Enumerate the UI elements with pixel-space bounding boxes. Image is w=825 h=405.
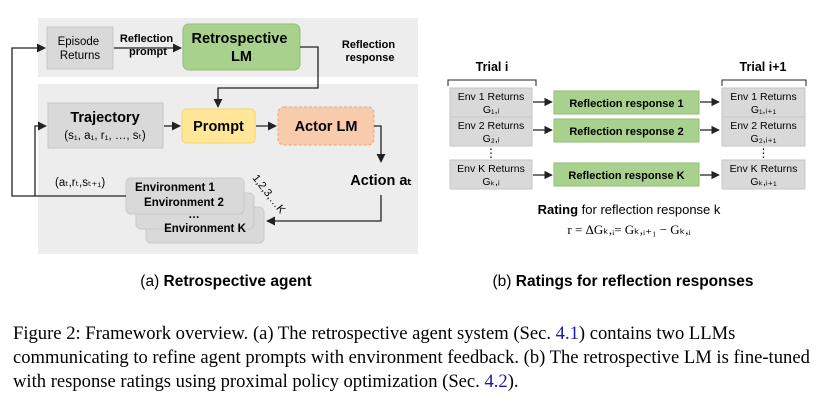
trial-i1-label: Trial i+1 — [740, 60, 787, 74]
envk-returns-trial-i1-box — [721, 159, 806, 190]
environment-dots: … — [188, 209, 200, 221]
trial-i-bracket — [447, 79, 537, 86]
rating-formula: r = ΔGₖ,ᵢ= Gₖ,ᵢ₊₁ − Gₖ,ᵢ — [567, 222, 691, 237]
arrow-actor-to-action — [374, 125, 386, 163]
g2i1: G₂,ᵢ₊₁ — [751, 133, 777, 145]
episode-returns-label: Episode Returns — [58, 36, 103, 62]
gki: Gₖ,ᵢ — [482, 176, 500, 188]
arrow-action-to-env — [266, 195, 382, 226]
framework-figure: Episode Returns Reflection prompt Retros… — [11, 18, 807, 290]
g1i1: G₁,ᵢ₊₁ — [751, 104, 777, 116]
gki1: Gₖ,ᵢ₊₁ — [750, 176, 777, 188]
env2-returns-trial-i: Env 2 Returns — [458, 120, 525, 132]
env2-returns-trial-i-box — [449, 116, 533, 147]
figure-caption: Figure 2: Framework overview. (a) The re… — [13, 323, 810, 392]
arrow-env-to-trajectory — [34, 121, 126, 197]
prompt-box — [181, 108, 256, 144]
episode-returns-box — [46, 26, 114, 70]
reflection-prompt-label: Reflection prompt — [120, 33, 176, 58]
trial-i-label: Trial i — [476, 60, 509, 74]
rating-description: Rating for reflection response k — [538, 202, 721, 217]
action-label: Action aₜ — [350, 173, 411, 189]
vdots-left: ⋮ — [485, 146, 497, 160]
g2i: G₂,ᵢ — [483, 133, 500, 145]
env2-returns-trial-i1-box — [721, 116, 806, 147]
ratings-diagram: Trial i Trial i+1 Env 1 Returns G₁,ᵢ Ref… — [447, 60, 807, 290]
retrospective-lm-label: Retrospective LM — [192, 31, 292, 65]
actor-lm-label: Actor LM — [295, 119, 358, 135]
reflection-response-label: Reflection response — [342, 39, 398, 64]
prompt-label: Prompt — [193, 119, 244, 135]
trajectory-title: Trajectory — [70, 110, 139, 126]
vdots-right: ⋮ — [758, 146, 770, 160]
reflection-response-k: Reflection response K — [568, 170, 684, 182]
env1-returns-trial-i-box — [449, 87, 533, 118]
environment-k-label: Environment K — [164, 223, 246, 235]
reflection-response-2-box — [553, 118, 700, 143]
retrospective-agent-diagram: Episode Returns Reflection prompt Retros… — [11, 18, 418, 290]
subcaption-a: (a) Retrospective agent — [140, 273, 311, 290]
g1i: G₁,ᵢ — [483, 104, 500, 116]
trajectory-sequence: (s₁, a₁, r₁, …, sₜ) — [64, 130, 146, 142]
envk-returns-trial-i-box — [449, 159, 533, 190]
env1-returns-trial-i1: Env 1 Returns — [730, 91, 797, 103]
environment-stack: Environment 1 Environment 2 … Environmen… — [125, 177, 265, 244]
environment-1-label: Environment 1 — [135, 182, 215, 194]
arrow-loop-to-episode-returns — [11, 43, 46, 197]
reflection-response-1-box — [553, 90, 700, 115]
trajectory-box — [47, 102, 164, 149]
section-ref-4-2[interactable]: 4.2 — [484, 371, 508, 392]
reflection-response-1: Reflection response 1 — [569, 98, 683, 110]
env1-returns-trial-i: Env 1 Returns — [458, 91, 525, 103]
feedback-label: (aₜ,rₜ,sₜ₊₁) — [55, 177, 105, 189]
environment-2-label: Environment 2 — [144, 197, 224, 209]
env1-returns-trial-i1-box — [721, 87, 806, 118]
envk-returns-trial-i: Env K Returns — [457, 163, 525, 175]
arrow-retro-to-prompt — [213, 46, 319, 108]
subcaption-b: (b) Ratings for reflection responses — [493, 273, 754, 290]
reflection-response-2: Reflection response 2 — [569, 126, 683, 138]
section-ref-4-1[interactable]: 4.1 — [555, 323, 579, 344]
envk-returns-trial-i1: Env K Returns — [730, 163, 798, 175]
trial-i1-bracket — [721, 79, 807, 86]
env2-returns-trial-i1: Env 2 Returns — [730, 120, 797, 132]
reflection-response-k-box — [553, 162, 700, 187]
